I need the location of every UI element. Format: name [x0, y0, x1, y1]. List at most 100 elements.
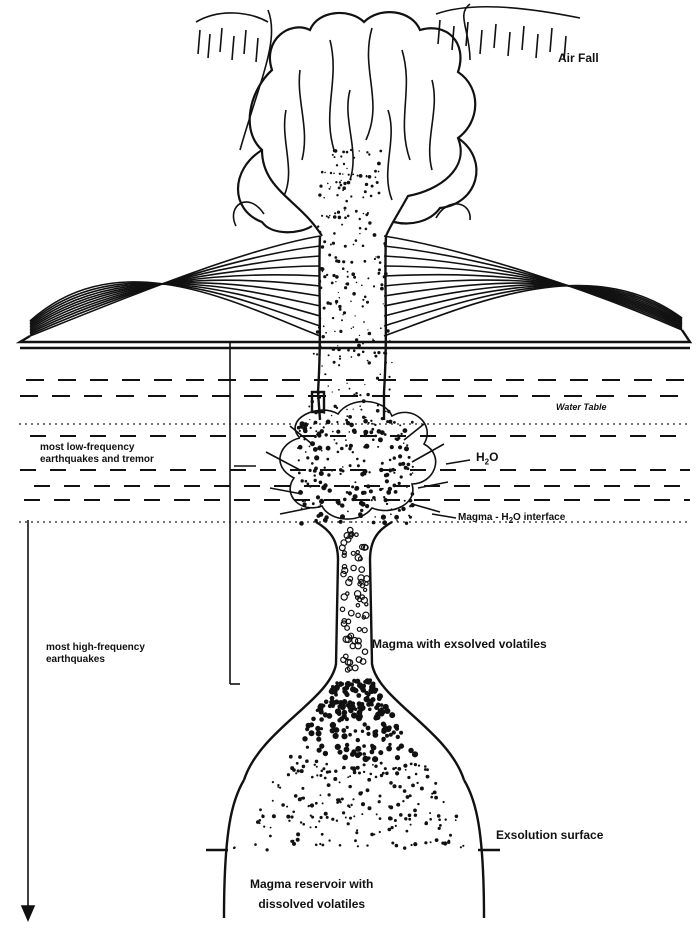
reservoir-bubble — [259, 808, 262, 811]
reservoir-bubble — [344, 690, 349, 695]
interface-dot — [331, 521, 333, 523]
reservoir-bubble — [355, 831, 358, 834]
reservoir-bubble — [437, 814, 441, 818]
fragment-particle — [393, 484, 397, 488]
ash-particle — [332, 154, 334, 156]
reservoir-bubble — [362, 744, 366, 748]
reservoir-bubble — [329, 689, 335, 695]
reservoir-bubble — [388, 743, 391, 746]
water-table-dot — [211, 423, 213, 425]
reservoir-bubble — [322, 802, 324, 804]
ash-particle — [327, 183, 329, 185]
reservoir-bubble — [396, 746, 400, 750]
interface-dot — [31, 521, 33, 523]
interface-dot — [259, 521, 261, 523]
fragment-particle — [398, 509, 401, 512]
reservoir-bubble — [434, 782, 437, 785]
fragment-particle — [394, 490, 398, 494]
interface-dot — [163, 521, 165, 523]
water-table-dot — [25, 423, 27, 425]
ash-particle — [351, 174, 352, 175]
water-table-dot — [109, 423, 111, 425]
ash-particle — [346, 409, 348, 411]
ash-particle — [342, 267, 345, 270]
fragment-particle — [379, 488, 382, 491]
ash-particle — [318, 392, 320, 394]
reservoir-bubble — [416, 782, 418, 784]
water-table-dot — [571, 423, 573, 425]
fragment-particle — [340, 503, 344, 507]
reservoir-bubble — [445, 818, 447, 820]
ash-particle — [352, 292, 356, 296]
high-frequency-line-1: most high-frequency — [46, 642, 145, 654]
water-table-dot — [319, 423, 321, 425]
fragment-particle — [349, 431, 351, 433]
air-fall-streak — [508, 32, 510, 56]
ash-particle — [338, 305, 341, 308]
reservoir-bubble — [363, 722, 367, 726]
fragment-particle — [399, 424, 401, 426]
fragment-particle — [335, 442, 337, 444]
reservoir-bubble — [352, 798, 354, 800]
reservoir-bubble — [326, 771, 329, 774]
reservoir-bubble — [443, 801, 445, 803]
fragment-particle — [366, 499, 368, 501]
reservoir-bubble — [391, 842, 394, 845]
fragment-particle — [404, 446, 409, 451]
reservoir-label: Magma reservoir with dissolved volatiles — [250, 878, 373, 912]
fragment-particle — [345, 444, 348, 447]
reservoir-bubble — [281, 803, 285, 807]
fragment-particle — [360, 509, 363, 512]
ash-particle — [368, 361, 371, 364]
interface-dot — [211, 521, 213, 523]
fragment-particle — [318, 506, 320, 508]
ash-particle — [333, 173, 335, 175]
ash-particle — [351, 272, 355, 276]
reservoir-bubble — [382, 739, 385, 742]
reservoir-bubble — [410, 763, 413, 766]
fragment-particle — [339, 520, 343, 524]
interface-dot — [673, 521, 675, 523]
ash-particle — [327, 216, 329, 218]
h2o-o: O — [489, 450, 498, 464]
ash-particle — [359, 174, 363, 178]
water-table-dot — [577, 423, 579, 425]
reservoir-bubble — [344, 685, 349, 690]
reservoir-line-2: dissolved volatiles — [250, 898, 373, 912]
fragment-particle — [314, 519, 318, 523]
water-table-dot — [685, 423, 687, 425]
fragment-particle — [411, 421, 414, 424]
fragment-particle — [319, 471, 324, 476]
reservoir-bubble — [317, 748, 322, 753]
reservoir-bubble — [375, 776, 378, 779]
ash-particle — [329, 215, 331, 217]
reservoir-bubble — [424, 822, 428, 826]
reservoir-bubble — [341, 728, 346, 733]
air-fall-streak — [480, 30, 482, 54]
ash-particle — [378, 171, 380, 173]
fragment-particle — [319, 499, 324, 504]
ash-particle — [328, 385, 330, 387]
fragment-particle — [363, 491, 367, 495]
fragment-particle — [409, 516, 412, 519]
volatile-bubble — [356, 604, 359, 607]
fragment-particle — [339, 473, 341, 475]
reservoir-bubble — [346, 726, 349, 729]
reservoir-bubble — [361, 730, 364, 733]
interface-dot — [61, 521, 63, 523]
ash-particle — [360, 409, 362, 411]
reservoir-bubble — [311, 776, 314, 779]
interface-dot — [349, 521, 351, 523]
reservoir-bubble — [399, 731, 403, 735]
fragment-particle — [325, 433, 328, 436]
reservoir-bubble — [355, 746, 361, 752]
ash-particle — [334, 405, 337, 408]
ash-particle — [380, 287, 384, 291]
reservoir-bubble — [342, 754, 348, 760]
ash-particle — [319, 185, 322, 188]
ash-particle — [359, 405, 361, 407]
water-table-label: Water Table — [556, 402, 607, 412]
interface-dot — [613, 521, 615, 523]
ash-particle — [344, 286, 347, 289]
reservoir-bubble — [345, 817, 347, 819]
